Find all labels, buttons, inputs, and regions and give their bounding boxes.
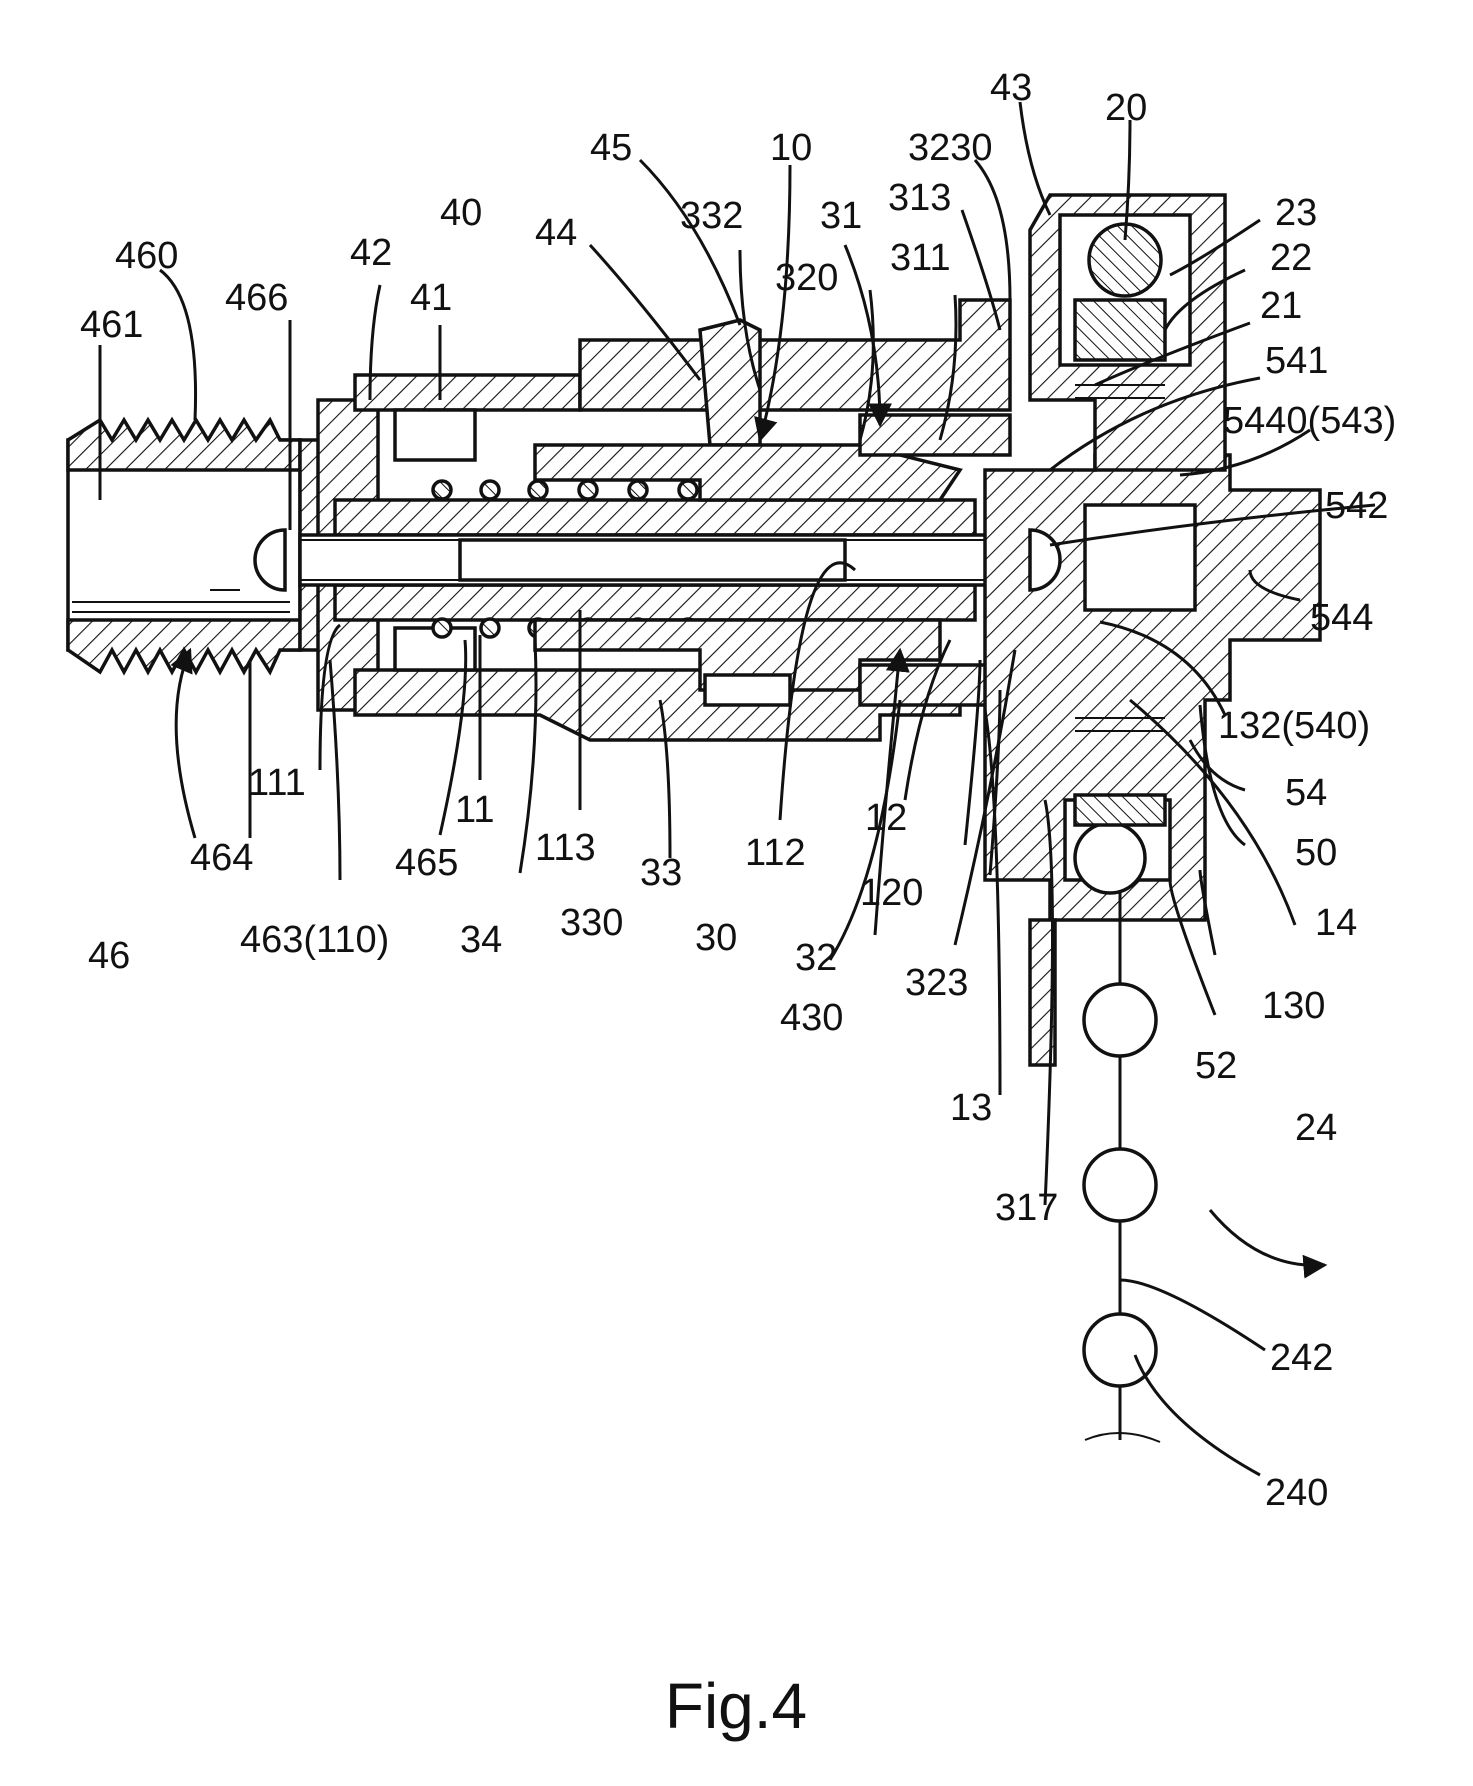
label-54: 54: [1285, 772, 1327, 814]
label-32: 32: [795, 937, 837, 979]
label-311: 311: [890, 237, 951, 279]
label-430: 430: [780, 997, 843, 1039]
label-330: 330: [560, 902, 623, 944]
reference-labels: 43 20 45 10 3230 40 44 332 31 313 23 460…: [80, 67, 1396, 1514]
label-120: 120: [860, 872, 923, 914]
label-45: 45: [590, 127, 632, 169]
thread-left: [300, 539, 460, 581]
label-332: 332: [680, 195, 743, 237]
label-46: 46: [88, 935, 130, 977]
central-shaft-11: [298, 498, 1002, 622]
label-320: 320: [775, 257, 838, 299]
leader-lines: [98, 101, 1376, 1477]
chain-24: [1082, 890, 1161, 1443]
label-10: 10: [770, 127, 812, 169]
label-464: 464: [190, 837, 253, 879]
label-22: 22: [1270, 237, 1312, 279]
spring-21: [1075, 384, 1165, 399]
label-466: 466: [225, 277, 288, 319]
label-5440-543: 5440(543): [1223, 400, 1396, 442]
label-461: 461: [80, 304, 143, 346]
label-544: 544: [1310, 597, 1373, 639]
label-112: 112: [745, 832, 806, 874]
label-541: 541: [1265, 340, 1328, 382]
figure-caption: Fig.4: [665, 1670, 807, 1742]
label-11: 11: [455, 789, 494, 831]
label-3230: 3230: [908, 127, 993, 169]
label-113: 113: [535, 827, 596, 869]
label-460: 460: [115, 235, 178, 277]
label-13: 13: [950, 1087, 992, 1129]
label-132-540: 132(540): [1218, 705, 1370, 747]
label-44: 44: [535, 212, 577, 254]
label-242: 242: [1270, 1337, 1333, 1379]
label-14: 14: [1315, 902, 1357, 944]
label-465: 465: [395, 842, 458, 884]
label-34: 34: [460, 919, 502, 961]
label-542: 542: [1325, 485, 1388, 527]
label-317: 317: [995, 1187, 1058, 1229]
label-31: 31: [820, 195, 862, 237]
valve-assembly-drawing: [66, 193, 1322, 1443]
label-24: 24: [1295, 1107, 1337, 1149]
label-41: 41: [410, 277, 452, 319]
sleeve-30: [533, 413, 1012, 707]
label-463-110: 463(110): [240, 919, 389, 961]
label-43: 43: [990, 67, 1032, 109]
upper-chamber-43: [1028, 193, 1227, 827]
label-313: 313: [888, 177, 951, 219]
label-52: 52: [1195, 1045, 1237, 1087]
thread-right: [845, 539, 1000, 581]
label-111: 111: [248, 762, 306, 804]
label-240: 240: [1265, 1472, 1328, 1514]
label-12: 12: [865, 797, 907, 839]
label-323: 323: [905, 962, 968, 1004]
label-33: 33: [640, 852, 682, 894]
label-130: 130: [1262, 985, 1325, 1027]
label-50: 50: [1295, 832, 1337, 874]
label-21: 21: [1260, 285, 1302, 327]
label-30: 30: [695, 917, 737, 959]
label-20: 20: [1105, 87, 1147, 129]
label-40: 40: [440, 192, 482, 234]
label-23: 23: [1275, 192, 1317, 234]
label-42: 42: [350, 232, 392, 274]
